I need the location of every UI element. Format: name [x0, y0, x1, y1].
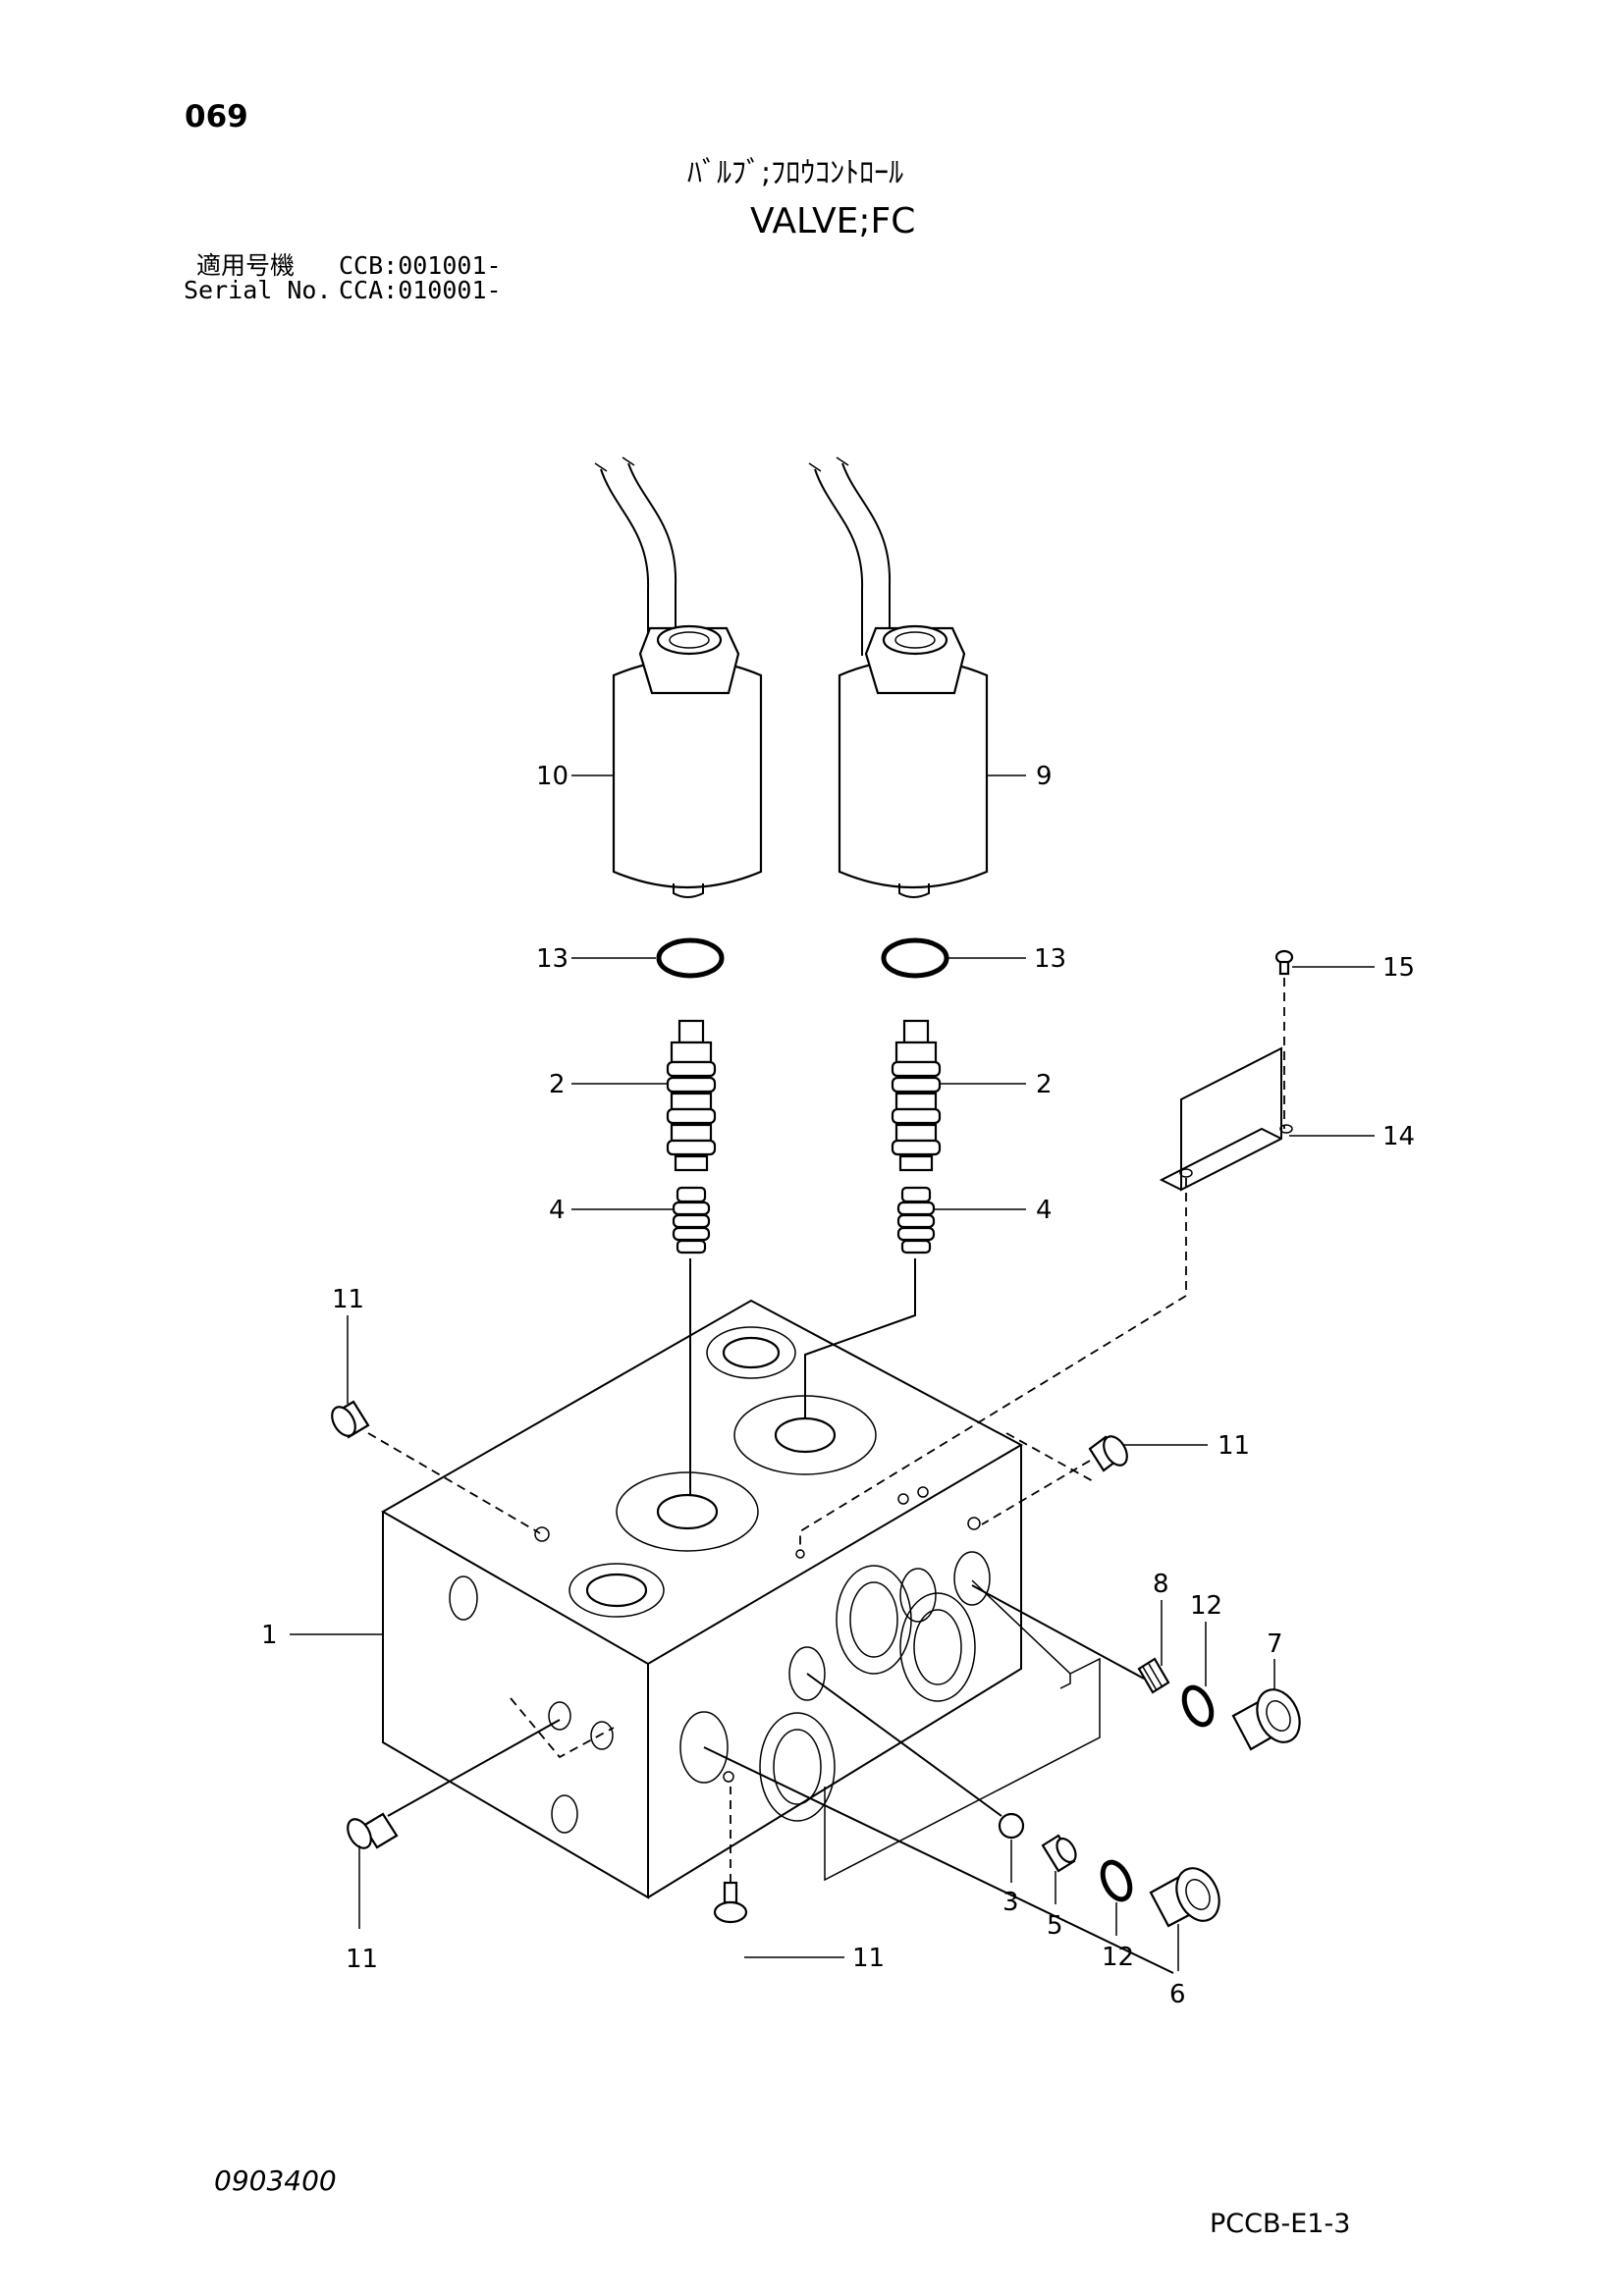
screw-11-lower-left	[347, 1812, 399, 1849]
callout-11-upper-right: 11	[1218, 1431, 1250, 1461]
screw-11-upper-left	[331, 1400, 370, 1439]
spring-4-right	[896, 1186, 936, 1255]
screw-11-bottom	[713, 1881, 748, 1924]
callout-2-left: 2	[549, 1070, 566, 1099]
solenoid-10	[594, 456, 763, 898]
callout-11-bottom: 11	[852, 1944, 885, 1973]
callout-1: 1	[261, 1621, 278, 1650]
callout-10: 10	[536, 762, 568, 791]
page-number: 069	[185, 99, 248, 134]
o-ring-12-lower	[1100, 1859, 1133, 1902]
document-number: 0903400	[214, 2164, 337, 2197]
valve-block-1	[380, 1299, 1096, 1899]
callout-12-upper: 12	[1190, 1591, 1222, 1621]
callout-8: 8	[1153, 1570, 1169, 1599]
o-ring-13-right	[881, 937, 949, 979]
callout-13-right: 13	[1034, 944, 1066, 974]
screw-11-upper-right	[1088, 1435, 1128, 1472]
callout-4-left: 4	[549, 1196, 566, 1225]
plug-7	[1231, 1688, 1301, 1751]
sheet-code: PCCB-E1-3	[1210, 2209, 1351, 2239]
callout-14: 14	[1382, 1122, 1415, 1151]
serial-value-ccb: CCB:001001-	[339, 251, 502, 280]
callout-3: 3	[1002, 1888, 1019, 1917]
callout-6: 6	[1169, 1980, 1186, 2009]
spool-2-right	[891, 1019, 942, 1172]
callout-2-right: 2	[1036, 1070, 1053, 1099]
ball-3	[998, 1812, 1025, 1840]
seat-5	[1041, 1834, 1077, 1873]
callout-7: 7	[1267, 1629, 1283, 1659]
serial-value-cca: CCA:010001-	[339, 276, 502, 304]
plug-6	[1149, 1867, 1220, 1928]
screw-15	[1274, 949, 1294, 976]
spool-2-left	[666, 1019, 717, 1172]
plate-14	[1159, 1046, 1293, 1192]
callout-11-lower-left: 11	[346, 1945, 378, 1974]
o-ring-12-upper	[1181, 1684, 1215, 1728]
callout-4-right: 4	[1036, 1196, 1053, 1225]
callout-5: 5	[1047, 1911, 1063, 1941]
callout-15: 15	[1382, 953, 1415, 983]
serial-label-japanese: 適用号機	[196, 251, 296, 280]
title-japanese: ﾊﾞﾙﾌﾞ;ﾌﾛｳｺﾝﾄﾛｰﾙ	[687, 156, 904, 190]
o-ring-13-left	[656, 937, 725, 979]
spring-4-left	[672, 1186, 711, 1255]
solenoid-9	[808, 456, 989, 898]
plug-8	[1137, 1657, 1170, 1694]
callout-13-left: 13	[536, 944, 568, 974]
callout-11-upper-left: 11	[332, 1285, 364, 1314]
title-english: VALVE;FC	[750, 201, 916, 241]
serial-label-english: Serial No.	[184, 276, 332, 304]
callout-9: 9	[1036, 762, 1053, 791]
callout-12-lower: 12	[1102, 1943, 1134, 1972]
